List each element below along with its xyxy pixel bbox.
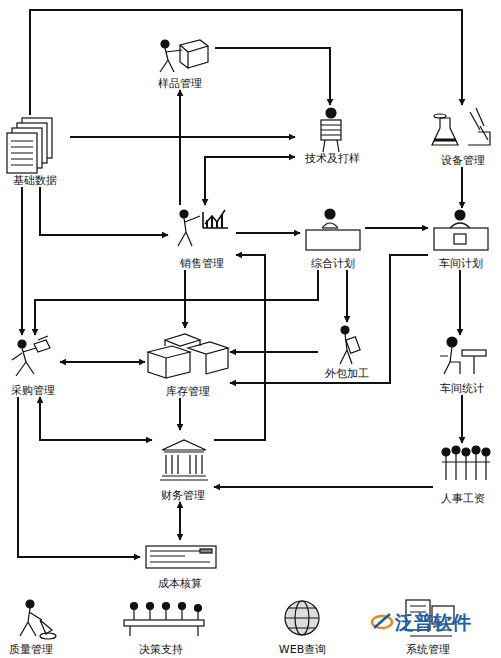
- flow-arrow: [21, 187, 23, 335]
- bank-icon: [160, 440, 208, 480]
- documents-icon: [7, 118, 52, 173]
- flow-arrow: [60, 361, 145, 363]
- node-label: 采购管理: [11, 384, 55, 397]
- flow-arrow: [205, 157, 295, 205]
- logo-mark: [372, 614, 392, 628]
- flow-arrow: [35, 270, 318, 335]
- module-node: 车间计划: [428, 208, 493, 270]
- node-label: 决策支持: [139, 643, 183, 656]
- module-node: 库存管理: [145, 328, 230, 398]
- watermark-logo: 泛普软件: [395, 610, 471, 636]
- node-label: WEB查询: [279, 643, 326, 656]
- sample-icon: [160, 40, 208, 72]
- node-label: 技术及打样: [305, 152, 360, 165]
- flow-arrow: [461, 395, 463, 443]
- quality-icon: [20, 600, 56, 639]
- meeting-icon: [124, 603, 204, 637]
- people-icon: [442, 446, 490, 480]
- flow-arrow: [179, 90, 181, 205]
- sales-icon: [178, 210, 228, 246]
- module-node: 销售管理: [168, 205, 236, 270]
- node-label: 系统管理: [406, 643, 450, 656]
- node-label: 样品管理: [158, 77, 202, 90]
- module-node: 采购管理: [5, 335, 60, 397]
- node-label: 车间计划: [439, 257, 483, 270]
- tech-icon: [321, 108, 341, 152]
- module-node: 技术及打样: [295, 105, 370, 165]
- flow-arrow: [461, 167, 463, 208]
- node-label: 设备管理: [441, 154, 485, 167]
- node-label: 人事工资: [441, 492, 485, 505]
- outsource-icon: [340, 326, 360, 364]
- node-label: 车间统计: [440, 382, 484, 395]
- stock-icon: [148, 334, 228, 378]
- node-label: 财务管理: [161, 489, 205, 502]
- module-node: 综合计划: [300, 208, 365, 270]
- flow-arrow: [70, 136, 295, 138]
- module-node: WEB查询: [275, 598, 330, 656]
- node-label: 库存管理: [166, 385, 210, 398]
- node-label: 外包加工: [325, 367, 369, 380]
- equipment-icon: [432, 108, 490, 145]
- module-node: 外包加工: [318, 322, 376, 380]
- module-node: 财务管理: [152, 430, 214, 502]
- module-node: 质量管理: [3, 600, 59, 656]
- flow-arrow: [40, 397, 152, 440]
- module-node: 基础数据: [0, 115, 70, 187]
- flow-arrow: [215, 48, 330, 105]
- flow-arrow: [179, 502, 181, 540]
- node-label: 基础数据: [13, 174, 57, 187]
- workshop-plan-icon: [434, 210, 488, 250]
- module-node: 设备管理: [428, 105, 498, 167]
- flow-arrow: [214, 255, 265, 440]
- flow-arrow: [18, 397, 140, 557]
- flow-arrow: [214, 486, 433, 488]
- flow-arrow: [179, 398, 181, 430]
- flow-arrow: [40, 187, 168, 235]
- node-label: 综合计划: [311, 257, 355, 270]
- flow-arrow: [346, 270, 348, 322]
- cheque-icon: [146, 546, 216, 568]
- module-node: 人事工资: [433, 443, 493, 505]
- module-node: 样品管理: [145, 36, 215, 90]
- flow-arrow: [184, 270, 186, 328]
- workshop-stat-icon: [440, 337, 486, 374]
- node-label: 质量管理: [9, 643, 53, 656]
- node-label: 销售管理: [180, 257, 224, 270]
- purchase-icon: [12, 336, 50, 376]
- globe-icon: [285, 601, 319, 635]
- planning-icon: [306, 209, 360, 250]
- module-node: 决策支持: [118, 598, 203, 656]
- flow-arrow: [230, 351, 318, 353]
- flow-arrow: [230, 255, 428, 383]
- flow-arrow: [236, 232, 300, 234]
- flow-arrow: [30, 10, 462, 115]
- flow-arrow: [365, 227, 428, 229]
- flow-arrow: [459, 270, 461, 335]
- node-label: 成本核算: [158, 577, 202, 590]
- module-node: 成本核算: [140, 540, 220, 590]
- module-node: 车间统计: [433, 335, 491, 395]
